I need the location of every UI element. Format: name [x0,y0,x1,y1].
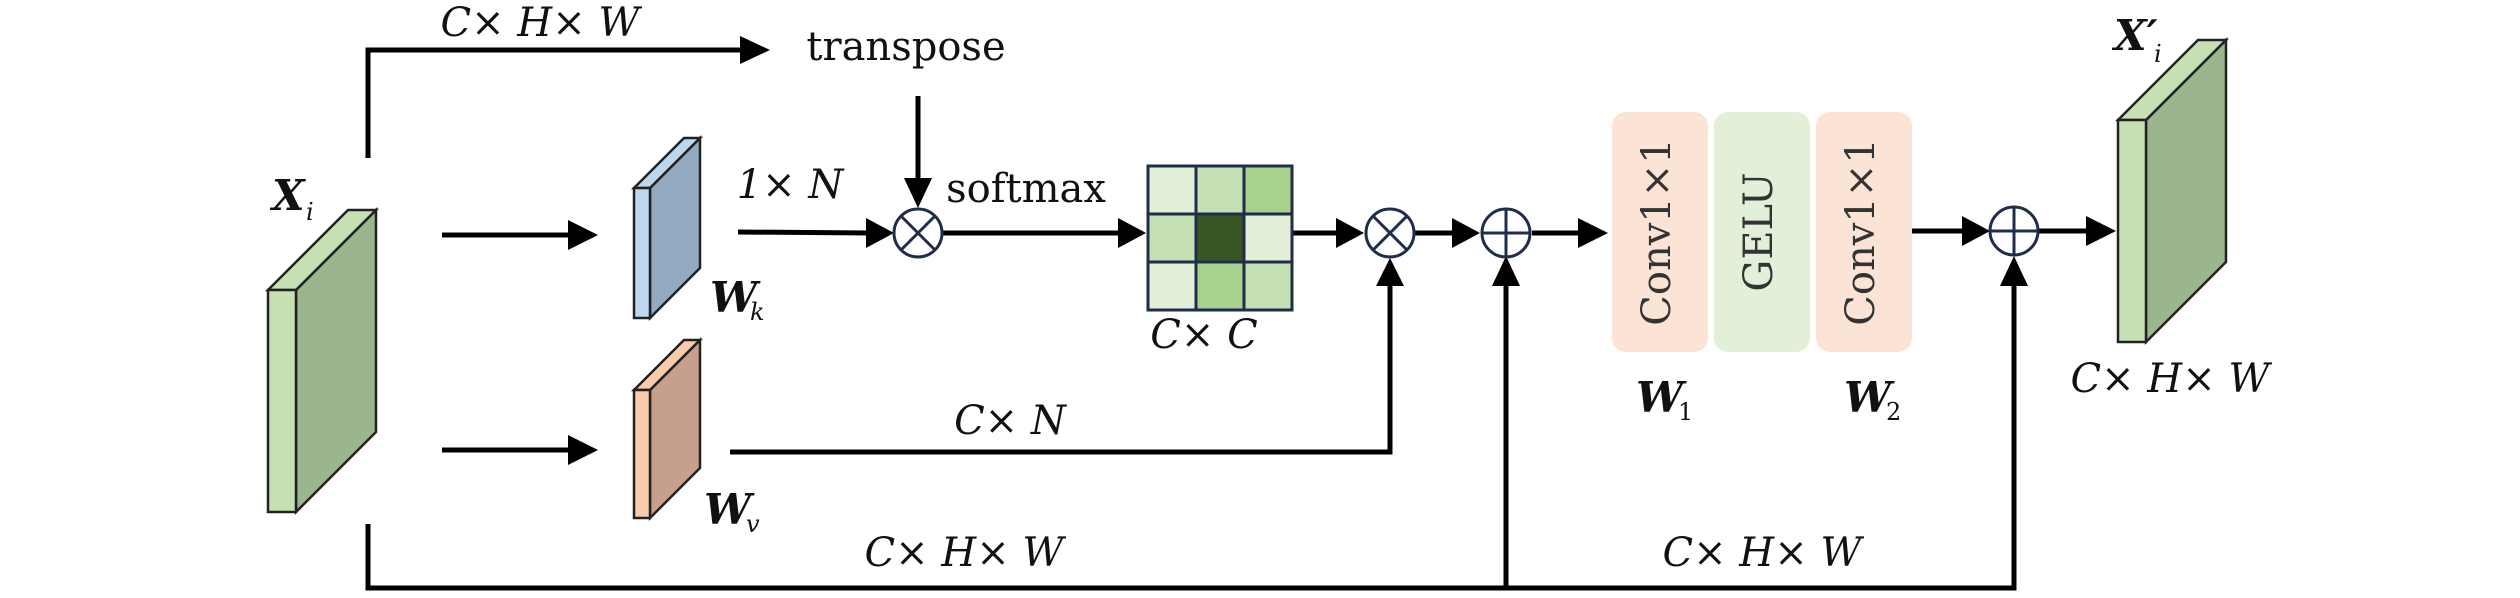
multiply-op-2-cross-b [1371,214,1409,252]
value-matrix-label: W [704,485,755,534]
output-tensor: X′ i [2111,11,2230,346]
input-tensor-label: X [269,171,306,220]
wv-to-mul2-arrowhead [1376,258,1404,286]
multiply-op-1-cross-b [899,214,937,252]
input-to-wk-arrowhead [568,220,598,250]
bottom-dim-left-label: C× H× W [864,530,1066,576]
value-matrix-sub: v [746,510,760,538]
multiply-op-1 [892,207,944,259]
attention-cell-2-0 [1146,260,1198,312]
bottom-residual-line [365,282,2017,591]
conv1-block-label: Conv1×1 [1634,138,1680,325]
attention-cell-1-2 [1242,212,1294,264]
input-tensor: X i [264,171,380,516]
gelu-block-label: GELU [1736,172,1782,291]
gelu-block: GELU [1714,112,1810,352]
value-matrix: W v [630,336,760,538]
wk-to-mul1-line [737,229,871,236]
key-matrix-label: W [710,273,761,322]
one-by-n-label: 1× N [737,162,846,208]
attention-cell-1-0 [1146,212,1198,264]
attention-cell-0-0 [1146,164,1198,216]
grid-to-mul2-arrowhead [1336,218,1364,248]
c-by-c-label: C× C [1150,312,1257,358]
output-tensor-front [2116,118,2148,344]
attention-map-grid [1146,164,1294,312]
conv2-block-label: Conv1×1 [1838,138,1884,325]
output-tensor-sub: i [2154,40,2162,68]
input-tensor-front [266,288,298,514]
top-arrowhead [740,36,770,64]
transpose-down-arrowhead [904,178,932,208]
bottom-residual-arrowhead [2000,256,2028,286]
multiply-op-2 [1364,207,1416,259]
top-skip-line [365,47,740,158]
input-tensor-sub: i [306,198,314,226]
softmax-label: softmax [946,166,1106,212]
key-matrix: W k [630,134,765,326]
wk-to-mul1-arrowhead [866,218,894,248]
key-matrix-front [632,186,652,320]
conv2-block: Conv1×1 [1816,112,1912,352]
value-matrix-front [632,388,652,520]
attention-cell-1-1 [1194,212,1246,264]
conv1-block: Conv1×1 [1612,112,1708,352]
mul2-to-add1-arrowhead [1452,218,1480,248]
bottom-dim-right-label: C× H× W [1662,530,1864,576]
add2-to-output-arrowhead [2086,216,2116,246]
connections [365,36,2116,591]
add-op-1 [1480,207,1532,259]
w2-label: W [1844,373,1895,422]
attention-cell-0-2 [1242,164,1294,216]
mul1-to-grid-arrowhead [1118,218,1146,248]
wv-to-mul2-line [730,282,1393,455]
transpose-label: transpose [806,24,1005,70]
input-to-wv-arrowhead [568,435,598,465]
attention-cell-0-1 [1194,164,1246,216]
add-op-2 [1988,205,2040,257]
w1-sub: 1 [1678,398,1693,426]
attention-cell-2-2 [1242,260,1294,312]
top-dim-label: C× H× W [440,0,642,46]
w1-label: W [1636,373,1687,422]
conv1-block-bg [1612,112,1708,352]
output-tensor-label: X′ [2111,11,2158,60]
gelu-block-bg [1714,112,1810,352]
residual-to-add1-arrowhead [1492,256,1520,286]
attention-cell-2-1 [1194,260,1246,312]
w2-sub: 2 [1886,398,1901,426]
conv-to-add2-arrowhead [1962,216,1990,246]
add1-to-conv-arrowhead [1578,218,1608,248]
key-matrix-sub: k [750,298,765,326]
conv2-block-bg [1816,112,1912,352]
c-by-n-label: C× N [954,398,1068,444]
output-dim-label: C× H× W [2070,356,2272,402]
